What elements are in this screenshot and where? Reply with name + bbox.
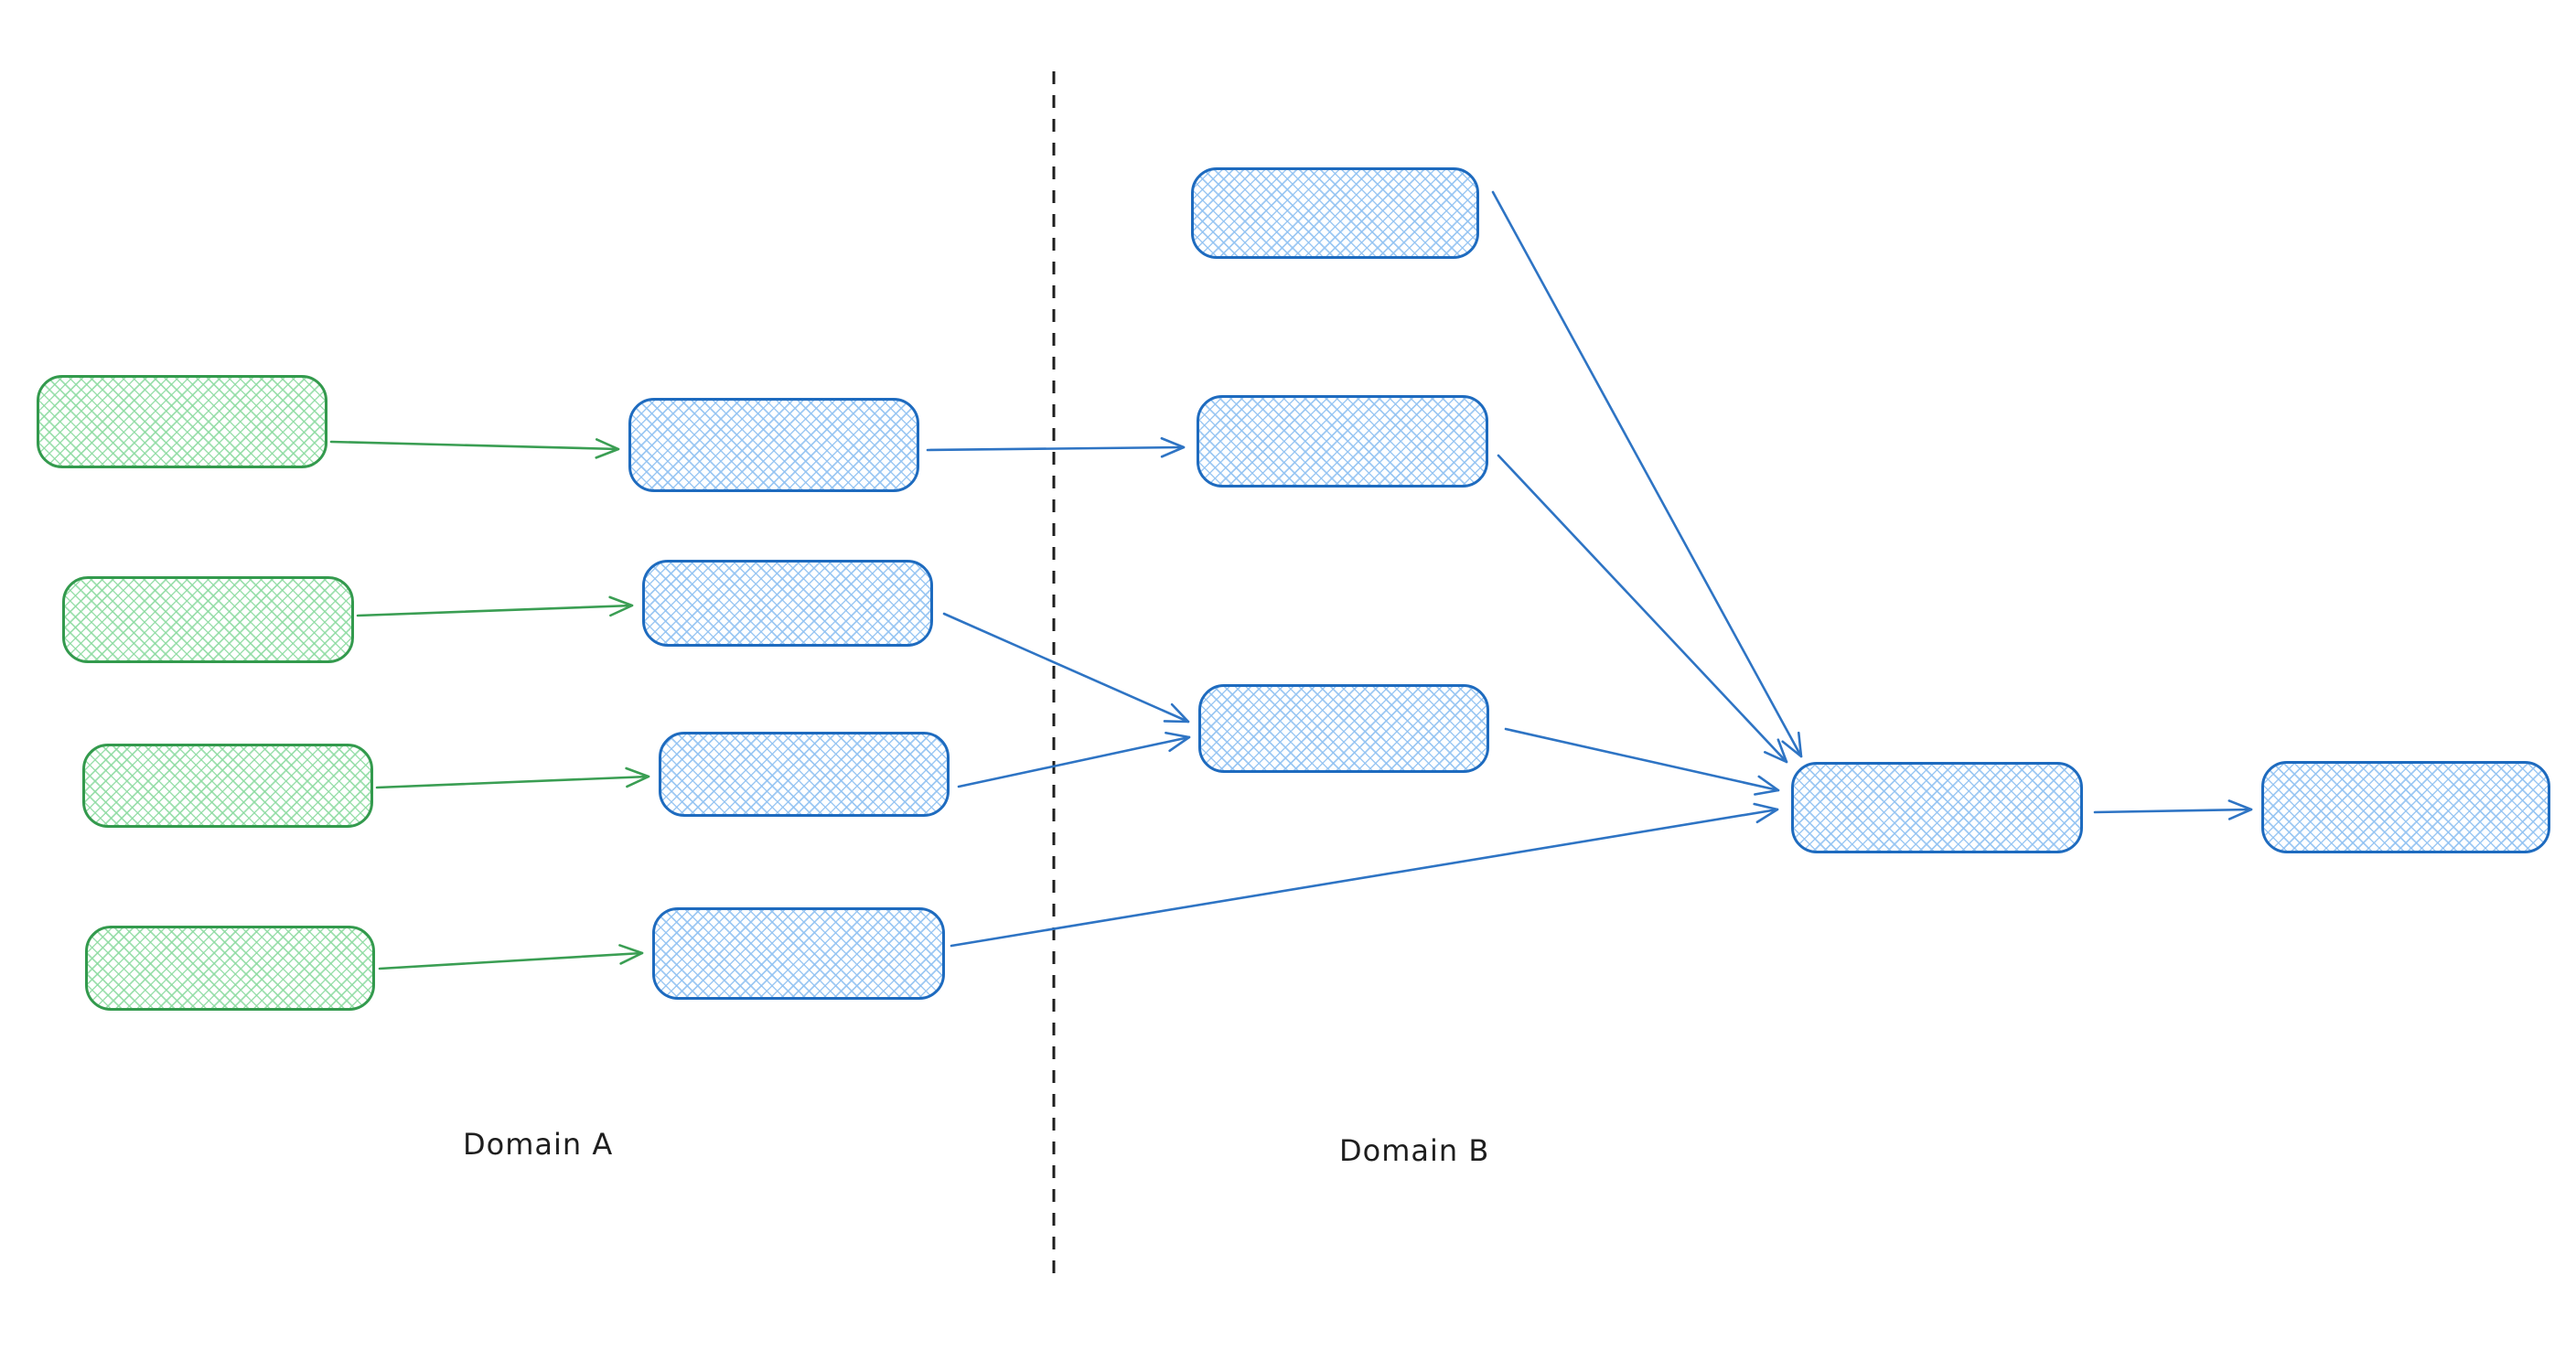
source-a2-box[interactable] (62, 576, 354, 663)
source-a4-box[interactable] (85, 926, 375, 1011)
source-a1-box[interactable] (37, 375, 327, 468)
node-b2-box[interactable] (1197, 395, 1488, 488)
source-a3-box[interactable] (82, 744, 373, 828)
process-a3-box[interactable] (659, 732, 950, 817)
arrow-source-a3-to-process-a3[interactable] (375, 766, 650, 789)
node-b1-box[interactable] (1191, 167, 1479, 259)
arrow-node-b1-to-merge[interactable] (1491, 190, 1803, 758)
arrow-source-a1-to-process-a1[interactable] (329, 438, 620, 459)
arrow-process-a3-to-node-b3[interactable] (957, 731, 1191, 788)
arrow-source-a2-to-process-a2[interactable] (356, 595, 634, 617)
output-node-box[interactable] (2261, 761, 2550, 853)
merge-node-box[interactable] (1791, 762, 2083, 853)
arrow-source-a4-to-process-a4[interactable] (378, 944, 644, 970)
arrow-process-a1-to-node-b1[interactable] (926, 436, 1186, 458)
domain-a-label[interactable]: Domain A (463, 1127, 614, 1162)
arrow-merge-to-output[interactable] (2093, 799, 2253, 820)
arrow-node-b2-to-merge[interactable] (1497, 454, 1788, 764)
process-a4-box[interactable] (652, 907, 945, 1000)
process-a2-box[interactable] (642, 560, 933, 647)
arrow-node-b3-to-merge[interactable] (1504, 727, 1780, 796)
arrow-process-a4-to-merge[interactable] (950, 802, 1779, 948)
arrow-process-a2-to-node-b3[interactable] (942, 612, 1190, 724)
domain-b-label[interactable]: Domain B (1339, 1133, 1490, 1168)
node-b3-box[interactable] (1198, 684, 1489, 773)
process-a1-box[interactable] (628, 398, 919, 492)
